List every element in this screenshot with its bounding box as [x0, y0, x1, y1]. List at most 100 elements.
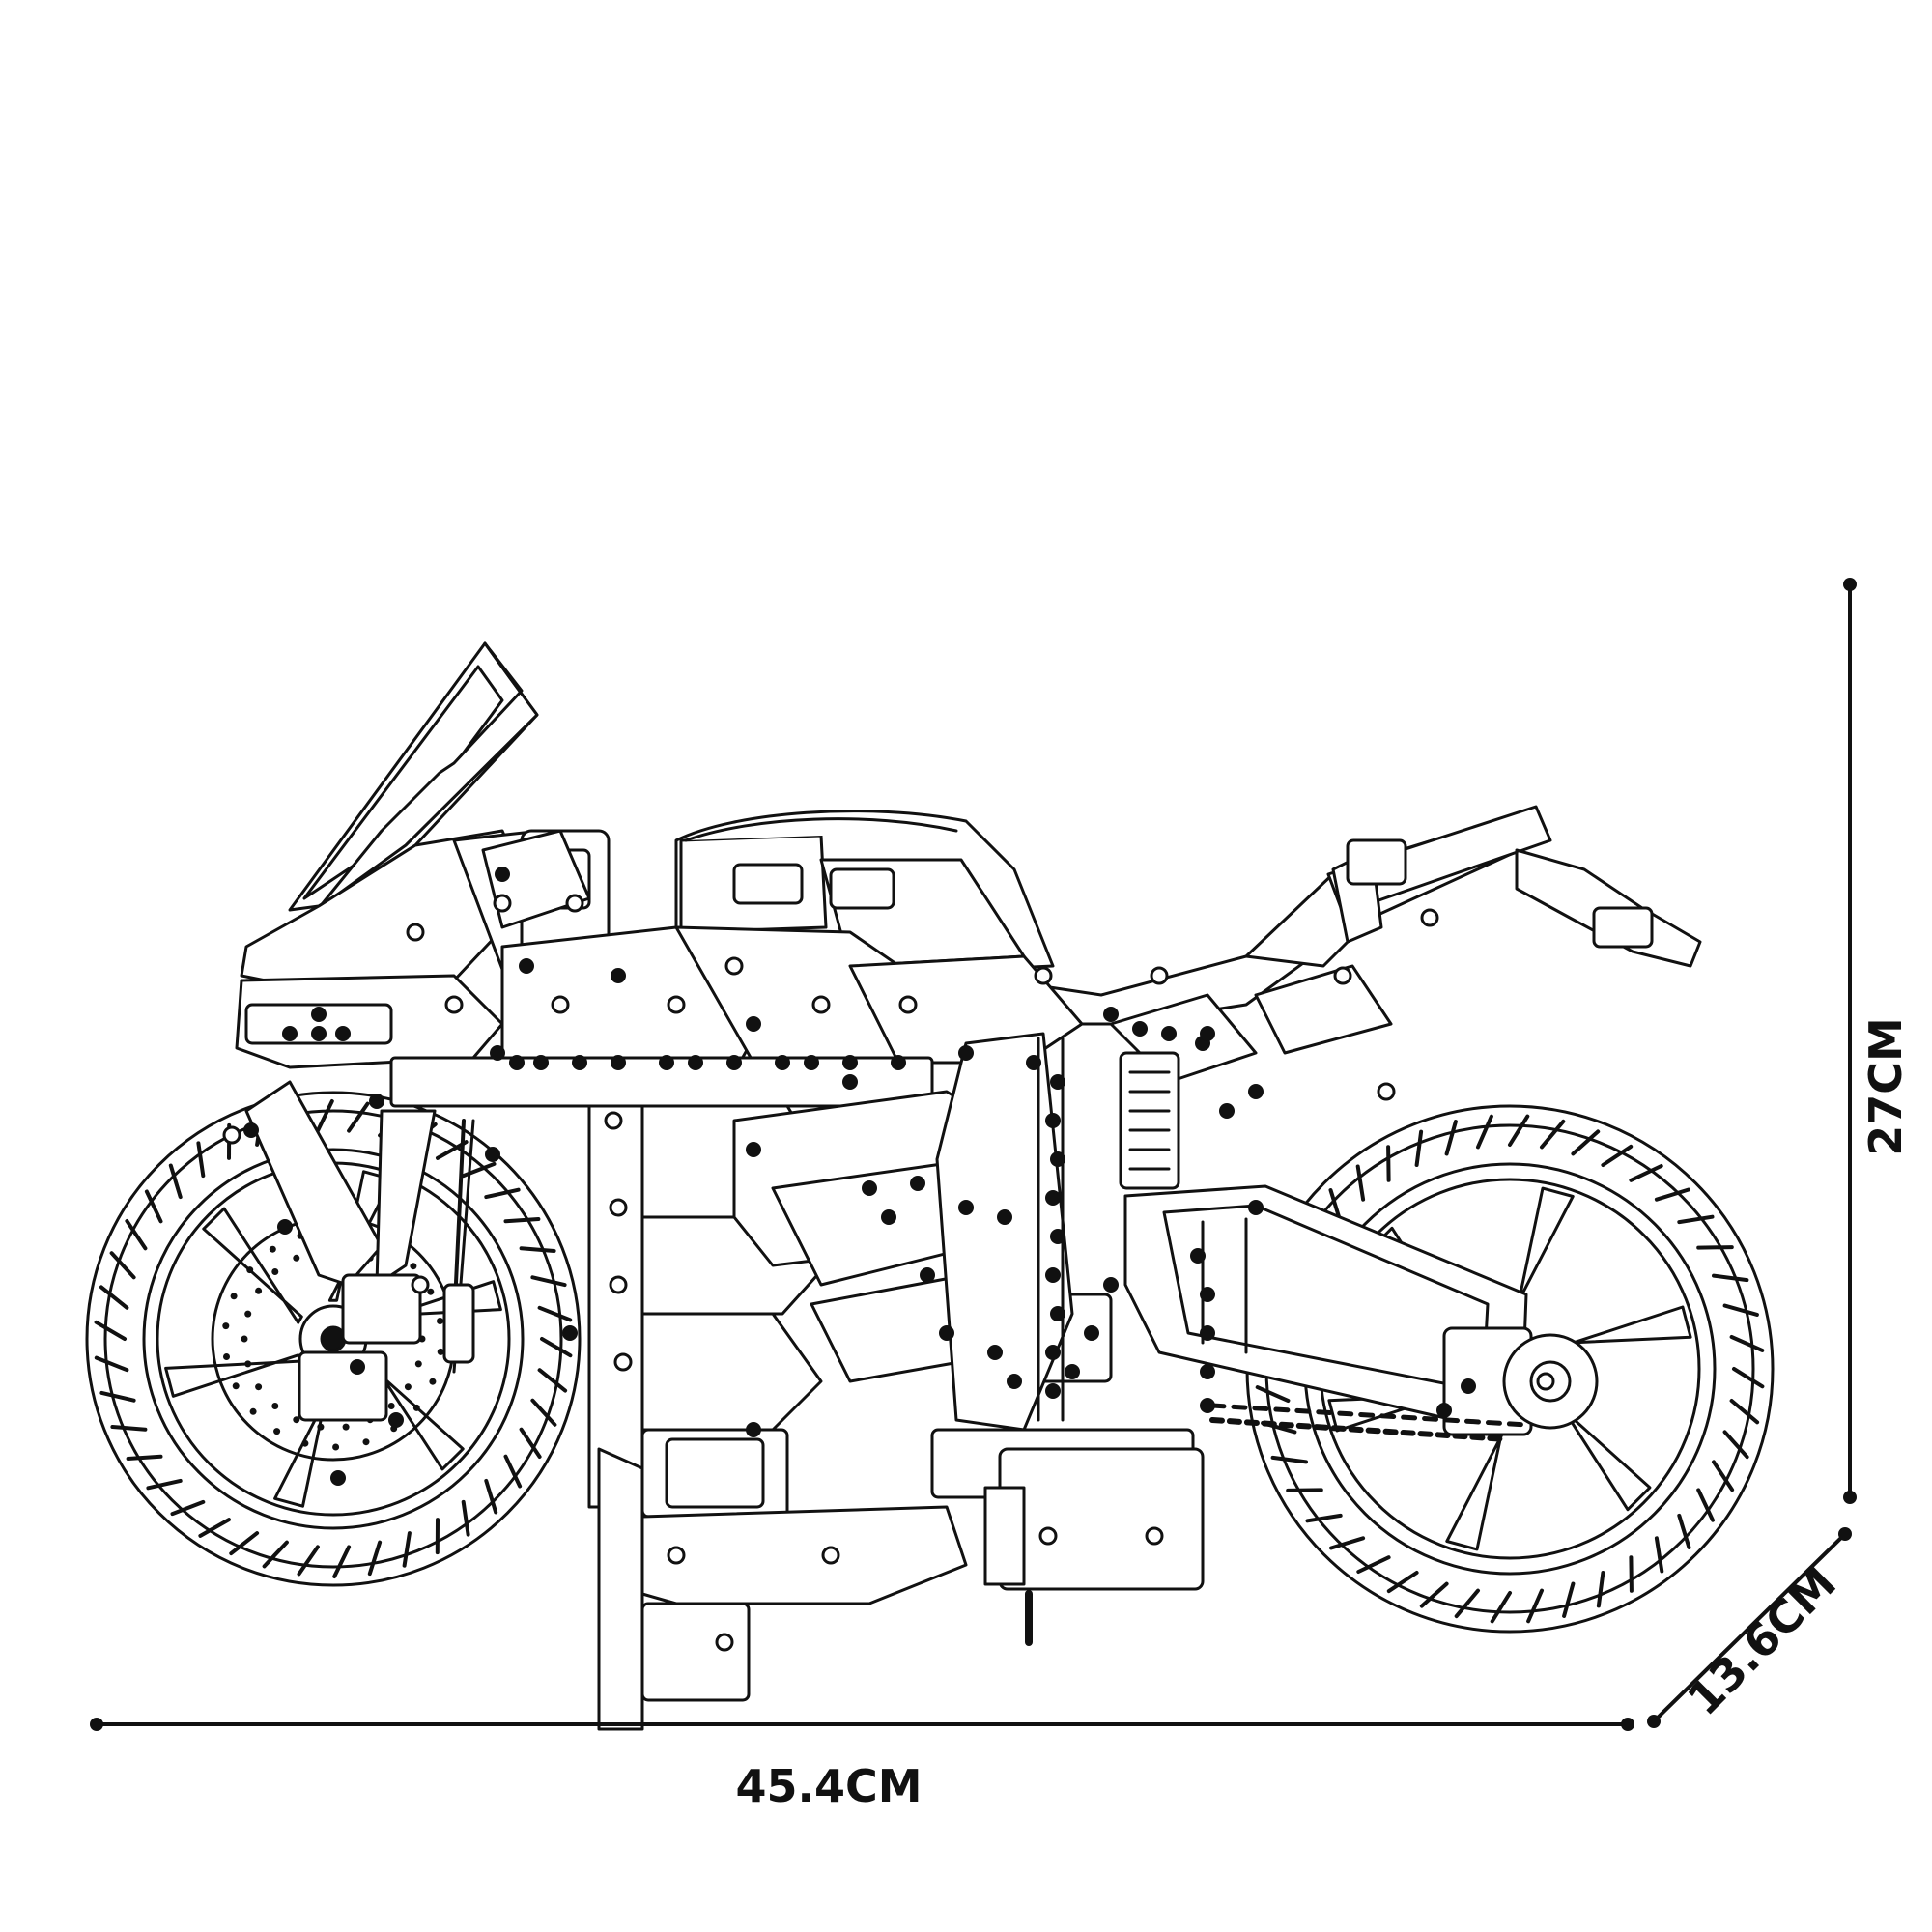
technic-pin	[1132, 1021, 1148, 1037]
tread-mark	[347, 1101, 370, 1133]
disc-hole	[301, 1439, 309, 1447]
technic-pin	[842, 1074, 858, 1090]
tread-mark	[1419, 1581, 1449, 1608]
tread-mark	[99, 1390, 136, 1403]
technic-pin	[746, 1016, 761, 1032]
technic-pin	[1050, 1151, 1065, 1167]
technic-hole	[406, 923, 425, 942]
technic-pin	[881, 1209, 896, 1225]
disc-hole	[269, 1245, 276, 1253]
technic-pin	[1103, 1277, 1119, 1293]
tread-mark	[484, 1478, 498, 1515]
technic-pin	[1084, 1325, 1099, 1341]
tread-mark	[1654, 1187, 1690, 1202]
tread-mark	[109, 1251, 136, 1280]
tread-mark	[198, 1518, 231, 1538]
technic-hole	[444, 995, 464, 1014]
technic-pin	[1200, 1364, 1215, 1379]
tread-mark	[537, 1305, 573, 1322]
technic-pin	[958, 1200, 974, 1215]
disc-hole	[429, 1378, 437, 1385]
technic-hole	[1420, 908, 1439, 927]
technic-pin	[490, 1045, 505, 1061]
tread-mark	[94, 1355, 129, 1373]
tread-mark	[1444, 1120, 1458, 1156]
tread-mark	[1305, 1513, 1343, 1523]
technic-pin	[388, 1412, 404, 1428]
rear-shock	[1119, 1051, 1180, 1190]
disc-hole	[271, 1268, 279, 1275]
chain-line	[1209, 1403, 1529, 1428]
tread-mark	[1654, 1536, 1664, 1574]
technic-pin	[562, 1325, 578, 1341]
technic-pins	[243, 867, 1476, 1486]
front-forks	[244, 1080, 475, 1422]
tread-mark	[1601, 1144, 1634, 1167]
technic-hole	[613, 1352, 633, 1372]
disc-hole	[223, 1353, 230, 1360]
tread-mark	[1329, 1536, 1366, 1550]
rear-tire-tread	[1255, 1114, 1765, 1624]
technic-pin	[1200, 1026, 1215, 1041]
length-label: 45.4CM	[735, 1760, 922, 1812]
technic-pin	[659, 1055, 674, 1070]
disc-hole	[244, 1310, 252, 1318]
tread-mark	[537, 1368, 568, 1393]
disc-hole	[255, 1383, 263, 1391]
technic-pin	[1248, 1200, 1264, 1215]
dimension-lines	[90, 578, 1857, 1731]
technic-pin	[746, 1422, 761, 1437]
tread-mark	[168, 1163, 183, 1200]
technic-pin	[842, 1055, 858, 1070]
technic-hole	[1038, 1526, 1058, 1546]
technic-hole	[811, 995, 831, 1014]
technic-pin	[1050, 1074, 1065, 1090]
engine-block	[587, 1104, 1205, 1731]
technic-pin	[1026, 1055, 1041, 1070]
technic-pin	[1103, 1007, 1119, 1022]
disc-hole	[241, 1335, 248, 1343]
technic-hole	[493, 894, 512, 913]
technic-pin	[1219, 1103, 1235, 1119]
tread-mark	[503, 1217, 541, 1224]
technic-pin	[1200, 1325, 1215, 1341]
technic-hole	[724, 956, 744, 976]
technic-hole	[821, 1546, 840, 1565]
side-panels	[389, 925, 1195, 1519]
disc-hole	[362, 1438, 370, 1446]
width-endpoint-bottom	[1647, 1715, 1661, 1728]
disc-hole	[246, 1266, 254, 1274]
disc-hole	[293, 1416, 300, 1424]
disc-hole	[273, 1428, 281, 1435]
technic-pin	[277, 1219, 293, 1235]
tread-mark	[1490, 1591, 1512, 1624]
tread-mark	[1414, 1129, 1424, 1167]
disc-hole	[332, 1443, 340, 1451]
technic-pin	[958, 1045, 974, 1061]
tread-mark	[503, 1454, 523, 1489]
tread-mark	[1454, 1588, 1480, 1619]
rim-spoke	[327, 1170, 393, 1302]
disc-hole	[427, 1288, 435, 1295]
tread-mark	[1596, 1571, 1605, 1608]
tread-mark	[1355, 1164, 1366, 1202]
technic-pin	[775, 1055, 790, 1070]
tread-mark	[1722, 1303, 1759, 1317]
tread-mark	[1571, 1129, 1601, 1156]
technic-pin	[891, 1055, 906, 1070]
technic-pin	[509, 1055, 525, 1070]
technic-pin	[920, 1267, 935, 1283]
height-label: 27CM	[1860, 1017, 1912, 1156]
width-dimension-line	[1652, 1532, 1847, 1723]
technic-pin	[1190, 1248, 1206, 1264]
tread-mark	[297, 1545, 320, 1577]
height-endpoint-bottom	[1843, 1491, 1857, 1504]
technic-pin	[1045, 1267, 1061, 1283]
disc-hole	[342, 1423, 350, 1431]
tread-mark	[196, 1141, 206, 1179]
technic-hole	[222, 1125, 242, 1145]
tread-mark	[1712, 1273, 1749, 1283]
tread-mark	[1696, 1245, 1734, 1250]
tread-mark	[1270, 1455, 1308, 1464]
technic-pin	[330, 1470, 346, 1486]
